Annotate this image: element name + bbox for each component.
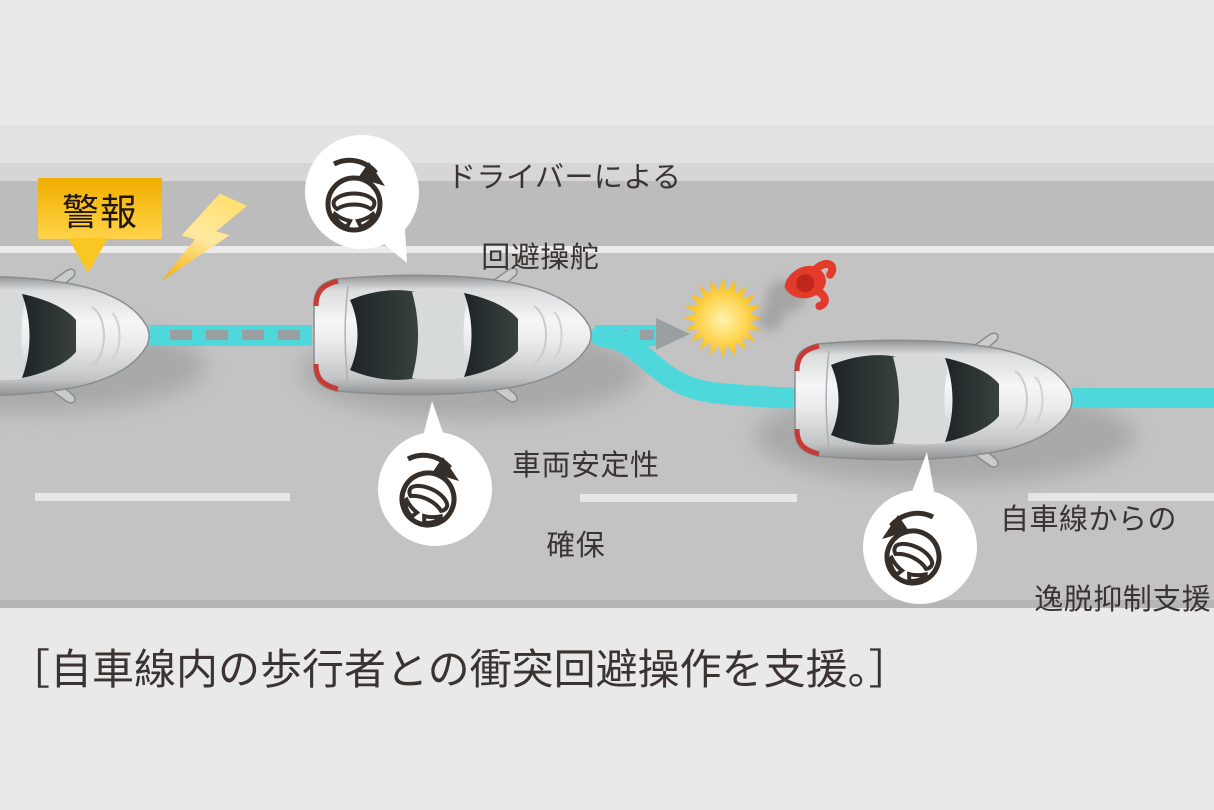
- vehicle-stability-text: 車両安定性 確保: [512, 450, 660, 562]
- road-bottom-edge: [0, 600, 1214, 608]
- caption-area: [0, 608, 1214, 810]
- lightning-bolt-icon: [161, 193, 248, 282]
- driver-steering-text: ドライバーによる 回避操舵: [447, 162, 682, 274]
- roadside-near-band: [0, 163, 1214, 181]
- lane-edge-line: [0, 246, 1214, 253]
- pedestrian-icon: [784, 259, 837, 311]
- alert-label: 警報: [38, 178, 162, 273]
- alert-label-pointer: [68, 238, 108, 273]
- lane-keep-text: 自車線からの 逸脱抑制支援: [1000, 504, 1212, 616]
- diagram-caption: ［自車線内の歩行者との衝突回避操作を支援。］: [8, 646, 911, 693]
- guidance-path: [150, 318, 1214, 409]
- lane-dash-markings: [35, 493, 1214, 502]
- roadside-far-band: [0, 0, 1214, 125]
- alert-label-text: 警報: [62, 191, 138, 233]
- guidance-path-swerve-curve: [590, 325, 801, 409]
- collision-burst-icon: [683, 278, 763, 358]
- roadside-mid-band: [0, 125, 1214, 163]
- guidance-path-segment-ahead: [1072, 388, 1214, 408]
